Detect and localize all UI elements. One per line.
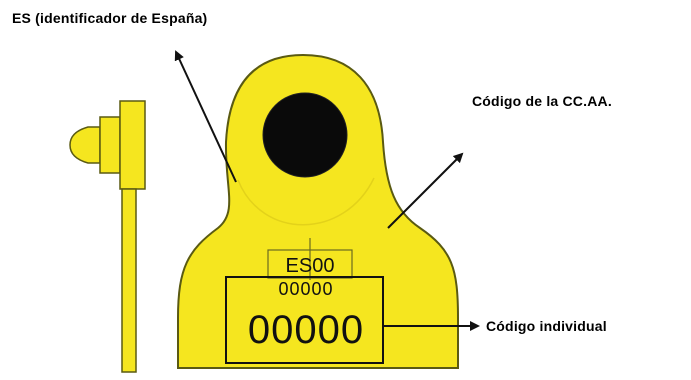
tag-side-cap [119, 100, 146, 190]
individual-code-box [225, 276, 384, 364]
tag-side-head [99, 116, 121, 174]
tag-large-code-text: 00000 [247, 308, 365, 352]
arrow-country [174, 50, 237, 183]
tag-hole [262, 92, 348, 178]
tag-neck-shading [237, 177, 375, 226]
tag-side-stem [121, 188, 137, 373]
tag-front-view [177, 53, 459, 369]
tag-side-view [69, 100, 146, 373]
country-identifier-label: ES (identificador de España) [12, 10, 208, 26]
region-code-label: Código de la CC.AA. [472, 93, 612, 109]
tag-body [177, 53, 459, 369]
tag-side-dome [69, 126, 101, 164]
tag-small-code-text: 00000 [278, 279, 334, 299]
individual-code-label: Código individual [486, 318, 607, 334]
arrow-region [387, 152, 464, 229]
tag-country-region-text: ES00 [285, 255, 335, 277]
